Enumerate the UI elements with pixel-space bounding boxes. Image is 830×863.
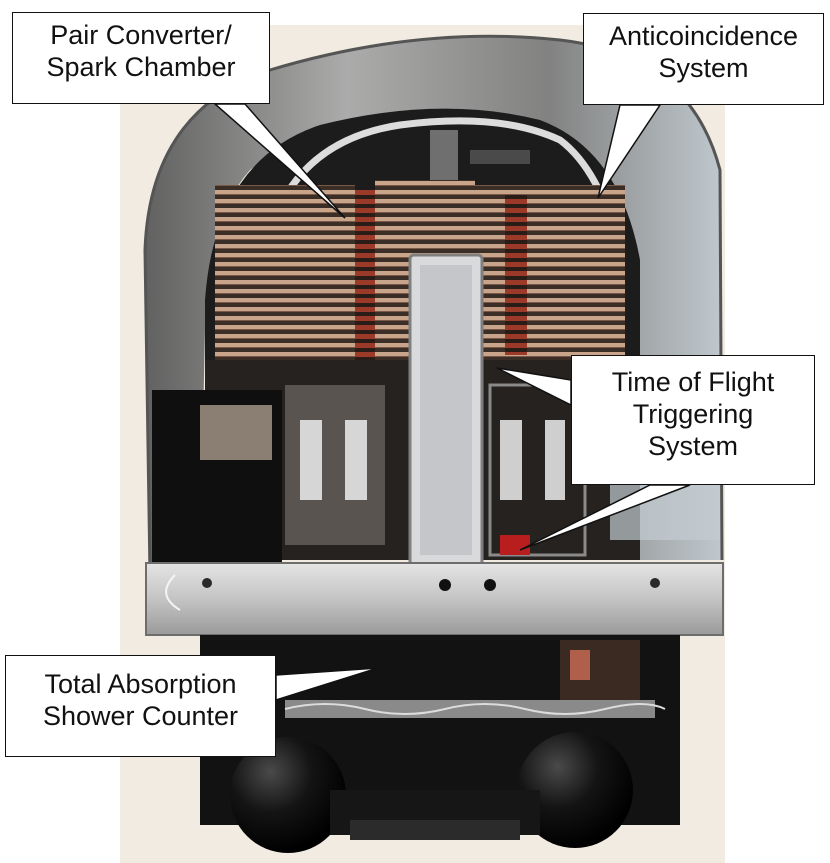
shower-sphere-left xyxy=(230,737,346,853)
leader-shower-counter xyxy=(275,667,379,702)
spark-chamber-right xyxy=(475,185,625,360)
leader-lines xyxy=(213,103,691,702)
callout-time-of-flight: Time of Flight Triggering System xyxy=(571,355,815,485)
mounting-plate xyxy=(145,562,724,636)
leader-anticoincidence xyxy=(597,104,662,199)
callout-shower-counter: Total Absorption Shower Counter xyxy=(5,655,276,757)
leader-pair-converter xyxy=(213,103,346,219)
leader-time-of-flight-lower xyxy=(519,484,691,551)
callout-anticoincidence-system: Anticoincidence System xyxy=(583,13,824,105)
shower-sphere-right xyxy=(517,732,633,848)
spark-chamber-left xyxy=(215,185,355,360)
callout-pair-converter: Pair Converter/ Spark Chamber xyxy=(12,12,270,104)
